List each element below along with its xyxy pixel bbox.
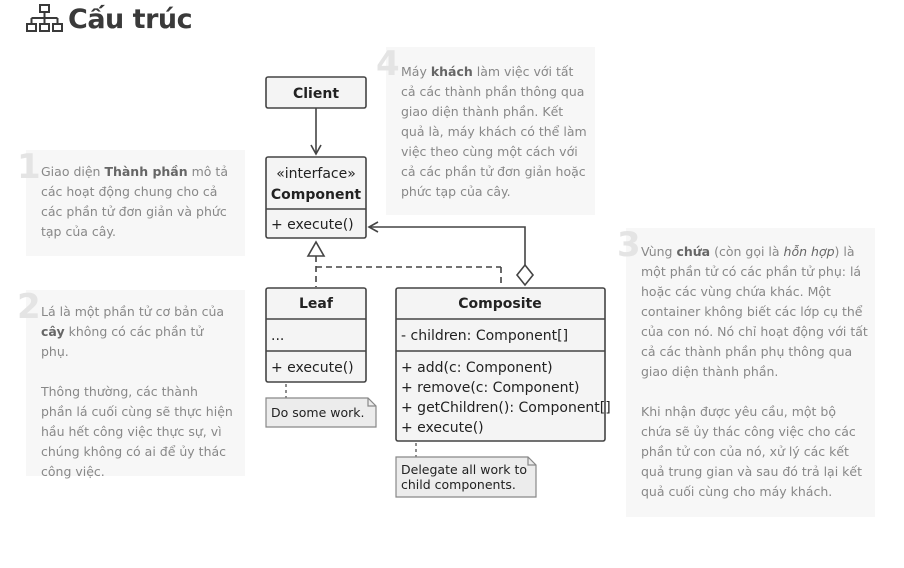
composite-method: + add(c: Component) [401, 360, 553, 376]
note-2-number: 2 [17, 287, 41, 327]
leaf-note-text: Do some work. [271, 405, 364, 420]
realization-triangle [306, 240, 326, 257]
composite-method: + execute() [401, 420, 484, 436]
client-label: Client [293, 86, 339, 102]
client-class: Client [265, 76, 367, 109]
note-4-number: 4 [376, 44, 400, 84]
note-1-panel: 1 Giao diện Thành phần mô tả các hoạt độ… [17, 150, 245, 256]
title-block: Cấu trúc [26, 2, 193, 36]
component-stereotype: «interface» [276, 166, 356, 182]
leaf-class: Leaf ... + execute() [265, 287, 367, 383]
composite-note-line: child components. [401, 477, 516, 492]
note-4-text: Máy khách làm việc với tất cả các thành … [401, 64, 587, 199]
note-3-panel: 3 Vùng chứa (còn gọi là hỗn hợp) là một … [617, 228, 875, 517]
note-4-panel: 4 Máy khách làm việc với tất cả các thàn… [376, 47, 595, 215]
note-1-number: 1 [17, 147, 41, 187]
composite-method: + remove(c: Component) [401, 380, 579, 396]
page-title: Cấu trúc [68, 3, 193, 35]
note-2-panel: 2 Lá là một phần tử cơ bản của cây không… [17, 290, 245, 479]
composite-note-line: Delegate all work to [401, 462, 527, 477]
aggregation-diamond [515, 263, 535, 287]
realization-lines [315, 256, 502, 287]
note-2-text: Lá là một phần tử cơ bản của cây không c… [41, 304, 233, 479]
leaf-method: + execute() [271, 360, 354, 376]
composite-method: + getChildren(): Component[] [401, 400, 611, 416]
composite-field: - children: Component[] [401, 328, 568, 344]
component-method: + execute() [271, 217, 354, 233]
note-1-text: Giao diện Thành phần mô tả các hoạt động… [41, 164, 228, 239]
component-interface: «interface» Component + execute() [265, 156, 367, 239]
composite-to-component-arrow [367, 221, 526, 266]
composite-class: Composite - children: Component[] + add(… [395, 287, 611, 442]
leaf-note: Do some work. [265, 397, 377, 428]
leaf-name: Leaf [299, 296, 334, 312]
composite-name: Composite [458, 296, 541, 312]
leaf-field: ... [271, 328, 284, 344]
hierarchy-icon [26, 4, 63, 32]
composite-note: Delegate all work to child components. [395, 456, 537, 498]
component-name: Component [271, 187, 362, 203]
note-3-number: 3 [617, 225, 641, 265]
note-3-text: Vùng chứa (còn gọi là hỗn hợp) là một ph… [641, 244, 868, 499]
